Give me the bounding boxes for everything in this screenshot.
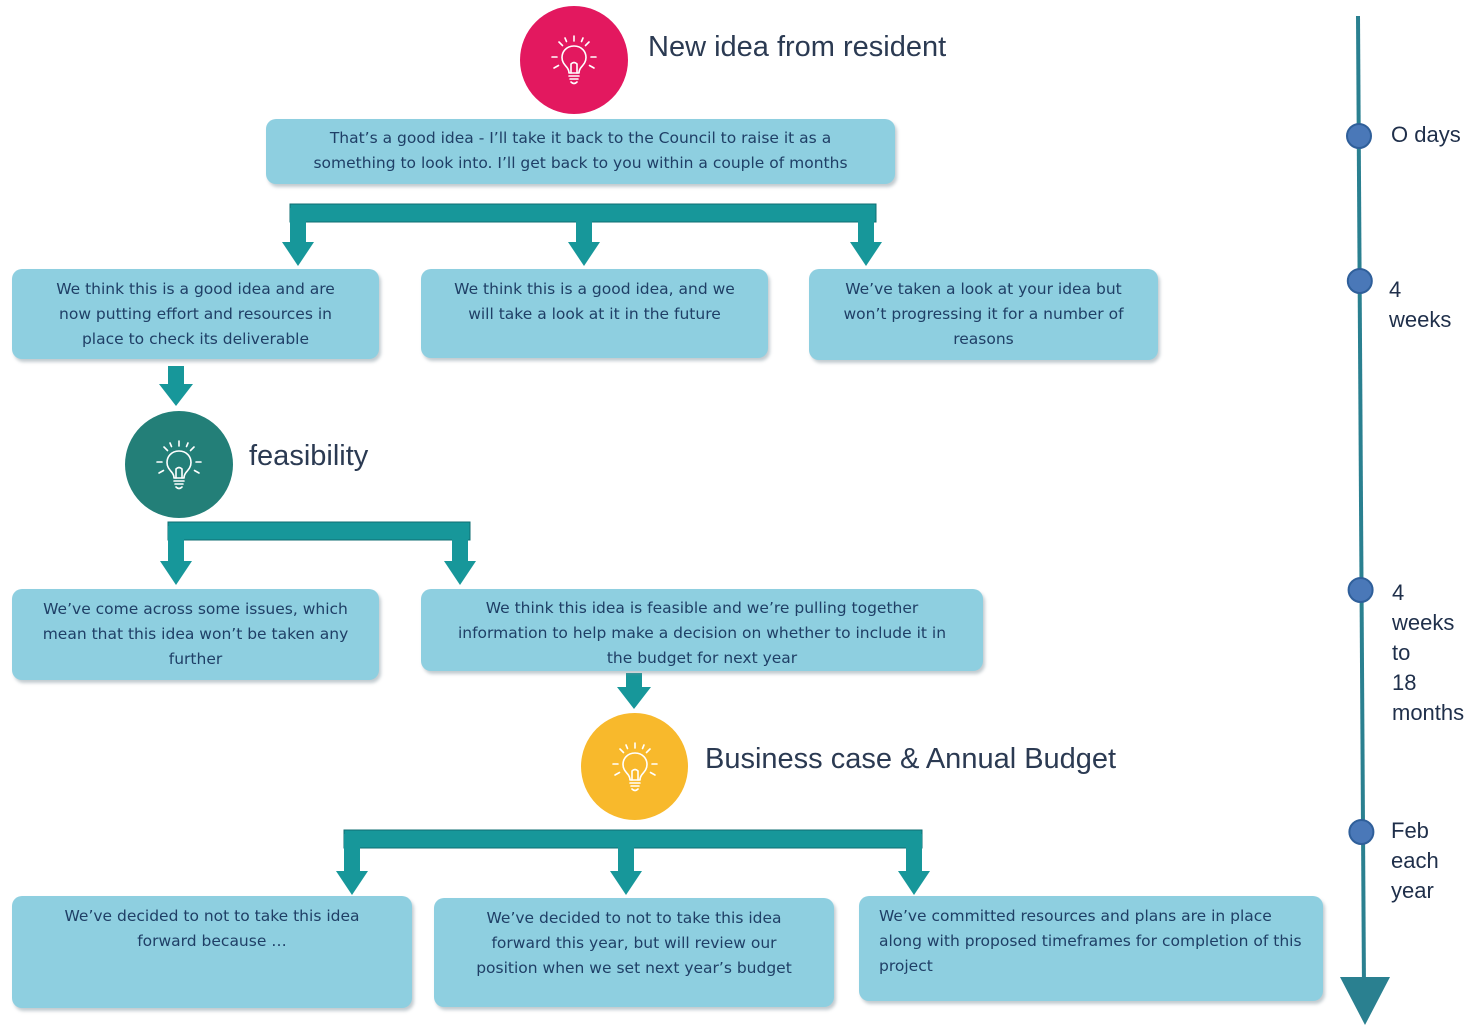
to-feasibility-arrow <box>159 366 193 406</box>
third-branch-arrows <box>336 829 930 895</box>
first-branch-arrows <box>282 203 882 266</box>
business-case-bulb-icon <box>581 713 688 820</box>
feasible-box: We think this idea is feasible and we’re… <box>421 589 983 671</box>
look-in-future-box: We think this is a good idea, and we wil… <box>421 269 768 358</box>
timeline-label-4-weeks: 4 weeks <box>1389 277 1452 332</box>
to-business-case-arrow <box>617 673 651 709</box>
timeline-label-0-days: O days <box>1391 122 1461 147</box>
business-case-title: Business case & Annual Budget <box>705 743 1117 775</box>
putting-effort-box: We think this is a good idea and are now… <box>12 269 379 359</box>
timeline <box>1340 15 1390 1025</box>
new-idea-title: New idea from resident <box>648 31 947 63</box>
feasibility-title: feasibility <box>249 440 369 472</box>
timeline-marker <box>1346 123 1372 149</box>
timeline-marker <box>1348 819 1375 845</box>
timeline-label-feb-each-year: Feb each year <box>1391 818 1439 903</box>
connector-arrows <box>159 203 930 895</box>
timeline-label-4-weeks-to-18-months: 4 weeks to 18 months <box>1392 580 1465 725</box>
feasibility-bulb-icon <box>125 411 233 518</box>
timeline-arrowhead <box>1340 977 1390 1025</box>
not-progressing-box: We’ve taken a look at your idea but won’… <box>809 269 1158 360</box>
good-idea-response-box: That’s a good idea - I’ll take it back t… <box>266 119 895 184</box>
second-branch-arrows <box>160 521 476 585</box>
review-next-year-box: We’ve decided to not to take this idea f… <box>434 898 834 1007</box>
timeline-marker <box>1347 577 1374 603</box>
decided-not-box: We’ve decided to not to take this idea f… <box>12 896 412 1008</box>
timeline-marker <box>1346 268 1373 294</box>
issues-found-box: We’ve come across some issues, which mea… <box>12 589 379 680</box>
new-idea-bulb-icon <box>520 6 628 114</box>
committed-box: We’ve committed resources and plans are … <box>859 896 1323 1001</box>
